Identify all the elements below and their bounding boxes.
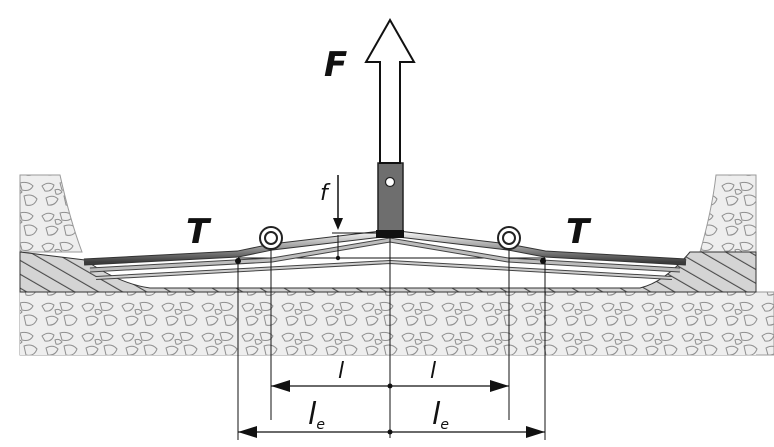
- extension-lines: [237, 250, 546, 440]
- load-clamp: [376, 162, 404, 238]
- measure-point-right: [540, 258, 546, 264]
- roller-left: [259, 226, 283, 250]
- force-arrow: [364, 17, 416, 164]
- tension-label-left: T: [186, 212, 212, 252]
- force-label: F: [324, 45, 347, 85]
- tension-label-right: T: [566, 212, 592, 252]
- deflection-label: f: [320, 181, 331, 206]
- deflected-cables: [83, 229, 687, 280]
- deflection-marker: [332, 175, 390, 261]
- ballast-lower-layer: [20, 292, 756, 355]
- dimension-effective-span: [238, 426, 545, 438]
- dimension-span: [271, 380, 509, 392]
- measure-point-left: [235, 258, 241, 264]
- span-label-left: l: [338, 359, 344, 384]
- eff-span-label-left: le: [308, 397, 325, 433]
- span-label-right: l: [430, 359, 436, 384]
- eff-span-label-right: le: [432, 397, 449, 433]
- roller-right: [497, 226, 521, 250]
